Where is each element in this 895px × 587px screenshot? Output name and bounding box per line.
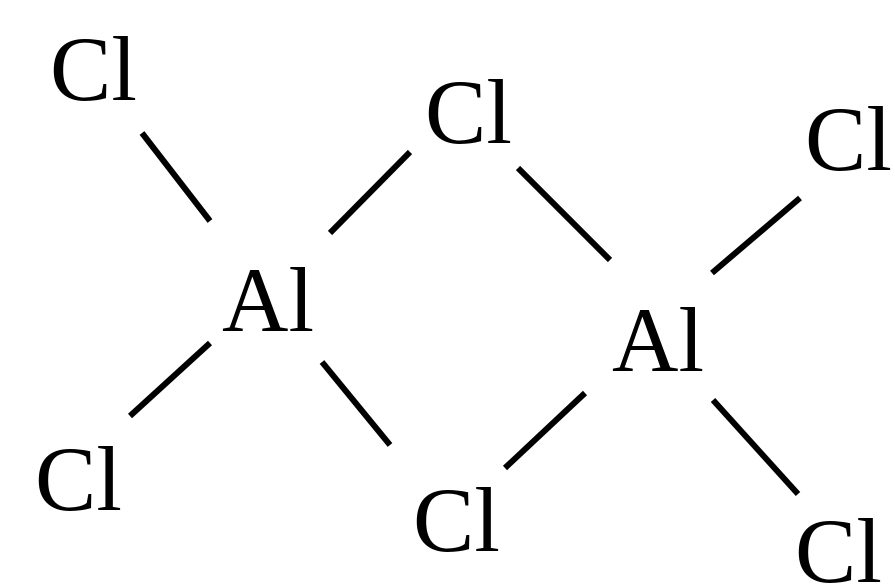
bond-al-right-cl-top-right <box>710 195 802 276</box>
bond-cl-bridge-top-al-right <box>515 165 613 263</box>
atom-al-right: Al <box>612 289 704 391</box>
atom-al-left: Al <box>222 249 314 351</box>
bond-al-left-cl-top-left <box>139 131 213 223</box>
atom-cl-bottom-right: Cl <box>795 500 882 587</box>
atom-cl-bridge-top: Cl <box>425 61 512 163</box>
atom-cl-bottom-left: Cl <box>35 428 122 530</box>
bond-al-left-cl-bottom-left <box>127 340 213 419</box>
atom-cl-bridge-bottom: Cl <box>413 469 500 571</box>
bond-al-left-cl-bridge-top <box>327 149 413 236</box>
atom-cl-top-right: Cl <box>805 88 892 190</box>
bond-al-right-cl-bottom-right <box>710 397 801 497</box>
bond-al-left-cl-bridge-bottom <box>319 360 393 447</box>
atom-cl-top-left: Cl <box>50 18 137 120</box>
bond-al-right-cl-bridge-bottom <box>502 390 588 471</box>
